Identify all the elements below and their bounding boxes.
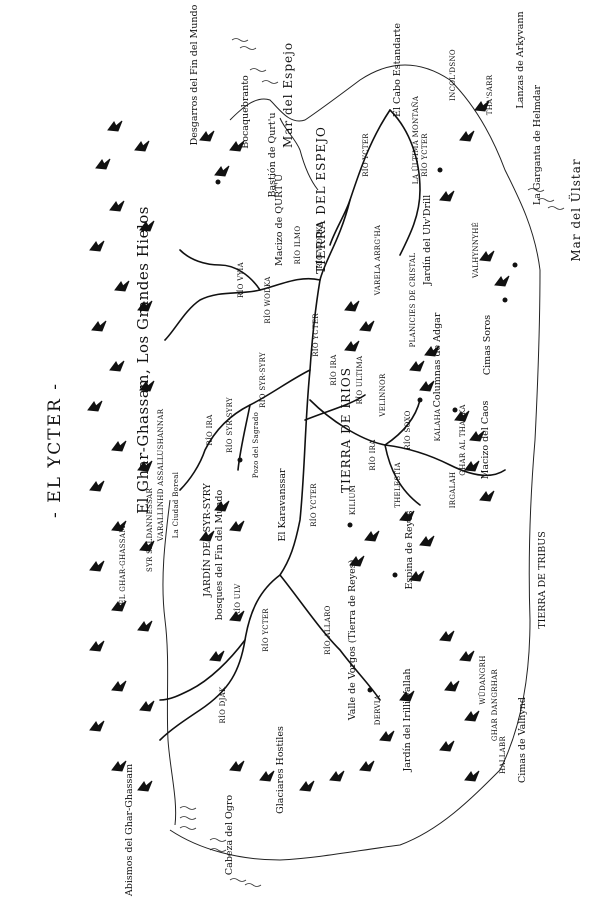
label-pozo: Pozo del Sagrado — [252, 412, 260, 478]
river-network — [159, 109, 506, 741]
river-label: RÍO SYR-SYRY — [258, 352, 267, 408]
label-jardin-syr: JARDÍN DEL SYR-SYRY — [201, 483, 213, 598]
river-label: RÍO YCTER — [309, 483, 318, 527]
label-ciudad-boreal: La Ciudad Boreal — [172, 471, 180, 538]
river-label: RÍO WODKA — [315, 221, 324, 269]
label-tierra-espejo: TIERRA DEL ESPEJO — [314, 126, 328, 274]
river-label: RÍO IRA — [329, 354, 338, 386]
label-desgarros: Desgarros del Fin del Mundo — [189, 4, 200, 145]
label-kalaha: KALAHA — [434, 408, 442, 441]
river-label: RÍO YCTER — [311, 313, 320, 357]
river-label: RÍO DJAK — [218, 686, 227, 724]
label-abismos: Abismos del Ghar-Ghassam — [124, 764, 135, 897]
label-syr-saldannessar: SYR SALDANNESSAR — [146, 488, 154, 572]
settlement-dots — [215, 167, 518, 693]
label-irgalah: IRGALAH — [449, 472, 457, 509]
label-kilium: KILIUM — [349, 485, 357, 515]
river-label: RÍO ALLARO — [323, 605, 332, 654]
label-cabo-estandarte: El Cabo Estandarte — [392, 23, 403, 117]
label-tha-sarr: THA'SARR — [486, 74, 494, 115]
map-labels: - EL YCTER - El Ghar-Ghassam, Los Grande… — [45, 4, 583, 897]
label-mar-espejo: Mar del Espejo — [281, 42, 295, 148]
label-cimas-soros: Cimas Soros — [482, 315, 493, 375]
coastline — [162, 64, 541, 861]
river-labels: RÍO YCTER RÍO YCTER RÍO YCTER RÍO YCTER … — [205, 133, 429, 724]
label-jardin-ulv: Jardín del Ulv'Drill — [422, 195, 433, 286]
label-cabeza-ogro: Cabeza del Ogro — [224, 795, 235, 875]
river-label: RÍO WODKA — [263, 276, 272, 324]
label-jardin-irilli: Jardín del Irilli Vallah — [402, 668, 413, 772]
river-label: RÍO SYR-SYRY — [225, 397, 234, 453]
label-cimas-valhynd: Cimas de Valhynd — [517, 697, 528, 783]
label-glaciares-hostiles: Glaciares Hostiles — [275, 726, 286, 814]
label-thelestia: THELESTIA — [394, 462, 402, 508]
river-label: RÍO ULV — [233, 583, 242, 617]
label-macizo-caos: Macizo del Caos — [480, 400, 491, 479]
label-macizo-qurtu: Macizo de QURT'U — [274, 174, 285, 266]
river-label: RÍO YCTER — [420, 133, 429, 177]
label-el-ghar: EL GHAR-GHASSAM — [119, 525, 127, 604]
label-dervia: DERVIA — [374, 694, 382, 725]
river-label: RÍO IRA — [205, 414, 214, 446]
river-label: RÍO VYIA — [236, 261, 245, 298]
sea-marks — [179, 38, 565, 887]
map-title: - EL YCTER - — [45, 382, 65, 518]
label-karavanssar: El Karavanssar — [277, 468, 288, 542]
label-espina: Espina de Reyes — [404, 510, 415, 589]
label-ghar-al: GHAR AL THARKA — [459, 404, 467, 476]
label-tierra-irios: TIERRA DE IRIOS — [339, 367, 353, 493]
river-label: RÍO YCTER — [361, 133, 370, 177]
label-varela: VARELA ARRG'HA — [374, 224, 382, 296]
label-velinnor: VELINNOR — [379, 373, 387, 418]
label-mar-ulstar: Mar del Ülstar — [567, 158, 583, 261]
river-label: RÍO IRA — [368, 439, 377, 471]
river-label: RÍO YCTER — [261, 608, 270, 652]
label-valhynn: VALHYNNYHÉ — [471, 222, 480, 279]
label-valle-vorgos: Valle de Vorgos (Tierra de Reyes) — [347, 560, 358, 722]
label-wudangrh: WÜDANGRH — [478, 655, 487, 704]
label-ghar-dangrhar: GHAR DANGRHAR — [491, 668, 499, 741]
label-columnas: Columnas de Adgar — [432, 312, 443, 407]
label-bastion: Bastión de Qurt'u — [267, 113, 278, 198]
label-tierra-tribus: TIERRA DE TRIBUS — [537, 531, 548, 629]
label-bosques-fin: bosques del Fin del Mundo — [214, 489, 225, 620]
label-hallabr: HALLABR — [499, 736, 507, 774]
river-label: RÍO ILMO — [293, 226, 302, 265]
label-ultima-montana: LA ÚLTIMA MONTAÑA — [411, 95, 420, 184]
label-lanzas: Lanzas de Arkyvann — [515, 11, 526, 108]
label-incol: INCOL'DSNO — [449, 49, 457, 101]
label-varallinhd: VARALLINHD ASSALLUSHANNAR — [157, 408, 165, 542]
label-planicies: PLANICIES DE CRISTAL — [409, 253, 417, 348]
river-label: RÍO ULTIMA — [355, 355, 364, 404]
label-glaciares-norte: El Ghar-Ghassam, Los Grandes Hielos — [134, 206, 152, 514]
river-label: RÍO SOXO — [403, 410, 412, 449]
mountain-marks — [87, 100, 510, 792]
label-bocaquebranto: Bocaquebranto — [240, 75, 251, 149]
label-garganta: La Garganta de Helmdar — [532, 84, 543, 205]
